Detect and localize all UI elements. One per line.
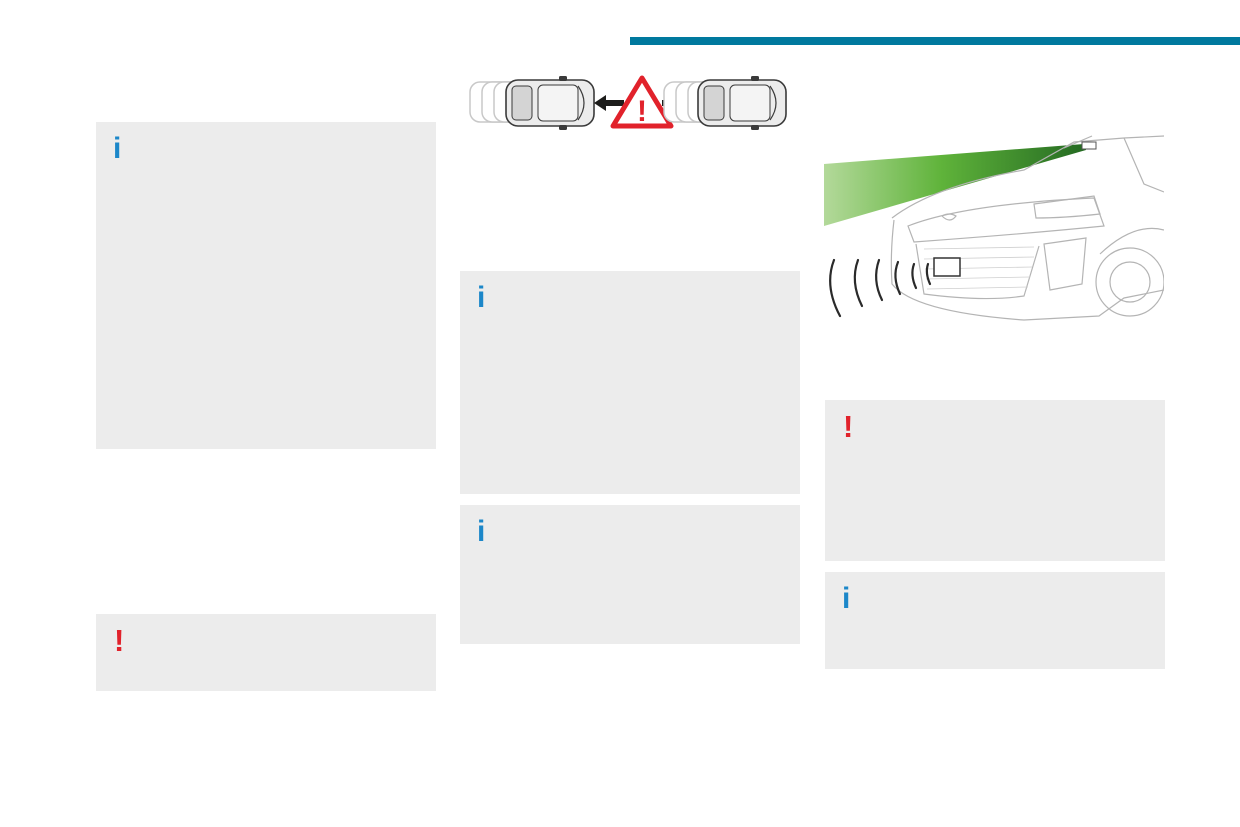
info-icon: i — [842, 582, 851, 615]
header-accent-bar — [630, 37, 1240, 45]
car-front-outline — [890, 135, 1164, 321]
arrow-left — [594, 95, 624, 111]
warning-icon: ! — [843, 409, 854, 444]
info-note-box: i — [96, 122, 436, 449]
info-note-box: i — [825, 572, 1165, 669]
info-icon: i — [477, 281, 486, 314]
warning-note-box: ! — [96, 614, 436, 691]
car-left — [505, 76, 595, 130]
distance-warning-illustration: ! — [469, 75, 787, 130]
car-right — [697, 76, 787, 130]
camera-module — [1081, 141, 1097, 150]
warning-note-box: ! — [825, 400, 1165, 561]
info-icon: i — [113, 132, 122, 165]
camera-beam — [824, 144, 1086, 226]
info-icon: i — [477, 515, 486, 548]
radar-waves — [829, 258, 932, 318]
info-note-box: i — [460, 271, 800, 494]
warning-icon: ! — [114, 623, 125, 658]
warning-triangle-icon: ! — [610, 75, 674, 129]
info-note-box: i — [460, 505, 800, 644]
warning-mark: ! — [637, 95, 647, 128]
front-camera-radar-illustration — [824, 135, 1164, 321]
radar-plate — [933, 257, 961, 277]
